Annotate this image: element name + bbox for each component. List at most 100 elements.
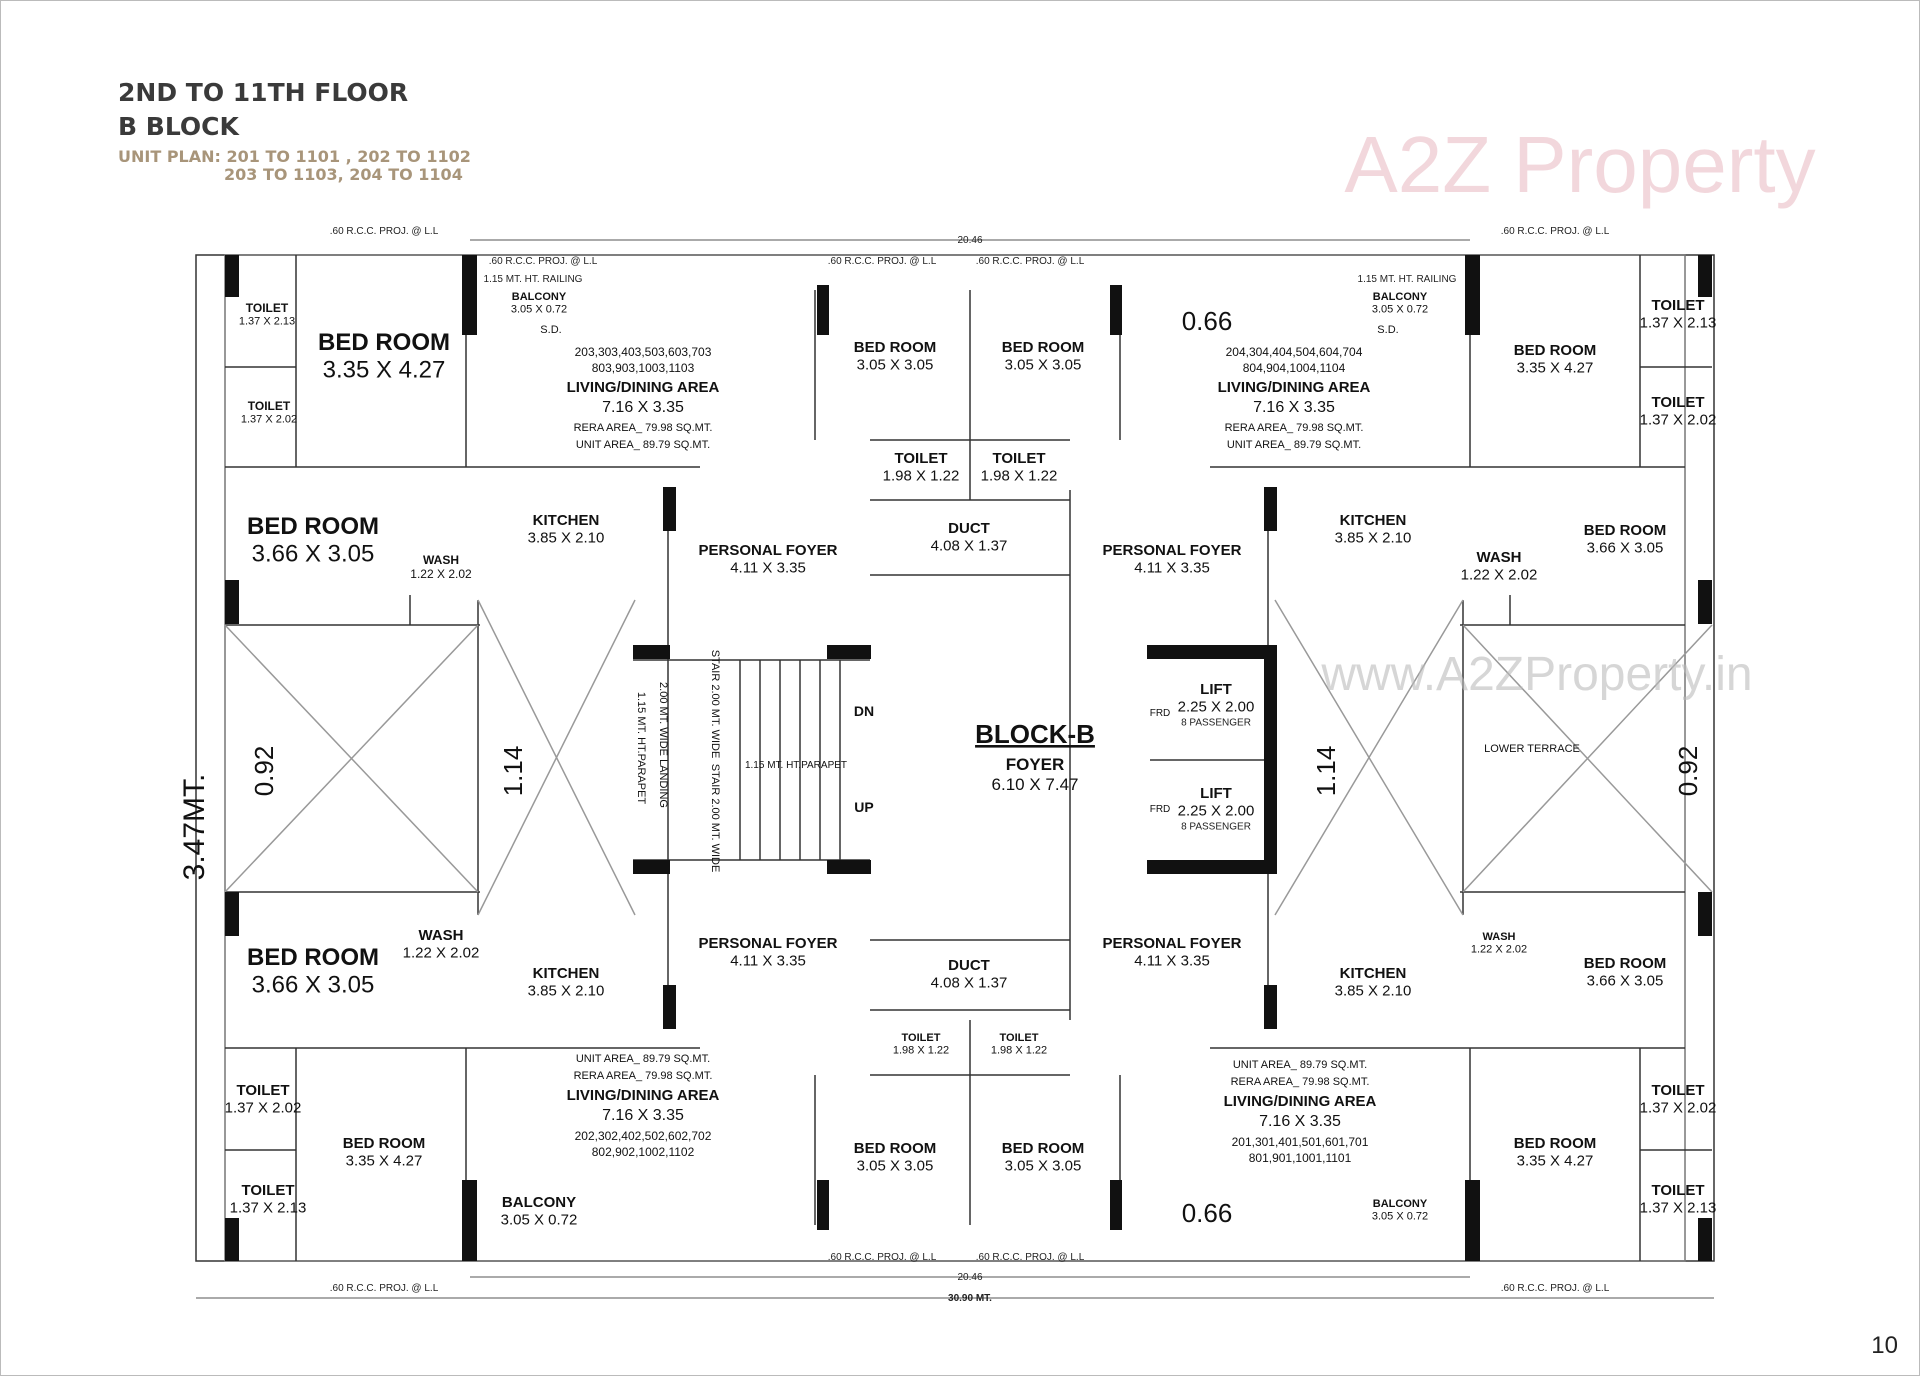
foyer-dims: 6.10 X 7.47 [992, 775, 1079, 794]
room-name: LIFT [1200, 785, 1232, 802]
stair-label-2: STAIR 2.00 MT. WIDE [709, 764, 721, 873]
room-dimensions: 1.98 X 1.22 [883, 467, 960, 484]
room-name: KITCHEN [1340, 965, 1407, 982]
room-name: BED ROOM [1584, 522, 1667, 539]
room-dimensions: 3.35 X 4.27 [323, 357, 446, 384]
room-dimensions: 3.35 X 4.27 [1517, 1152, 1594, 1169]
gap-inner-right-label: 1.14 [1311, 746, 1341, 797]
room-name: DUCT [948, 520, 990, 537]
railing-label-right: 1.15 MT. HT. RAILING [1358, 274, 1457, 285]
room-dimensions: 1.37 X 2.02 [1640, 411, 1717, 428]
room-dimensions: 2.25 X 2.00 [1178, 802, 1255, 819]
room-name: BED ROOM [247, 513, 379, 540]
title-floor: 2ND TO 11TH FLOOR [118, 78, 409, 107]
living-area-name: LIVING/DINING AREA [567, 379, 720, 396]
room-dimensions: 1.37 X 2.13 [230, 1199, 307, 1216]
room-name: TOILET [248, 399, 291, 413]
room-dimensions: 3.05 X 3.05 [857, 356, 934, 373]
unit-plan-line2: 203 TO 1103, 204 TO 1104 [224, 165, 463, 184]
room-name: BALCONY [1373, 291, 1428, 303]
gap-left-label: 0.92 [249, 746, 279, 797]
living-area-name: LIVING/DINING AREA [567, 1087, 720, 1104]
living-area-dims: 7.16 X 3.35 [602, 1107, 684, 1124]
gap-066-bottom: 0.66 [1182, 1198, 1233, 1228]
lower-terrace-label: LOWER TERRACE [1484, 743, 1580, 755]
unit-numbers: 204,304,404,504,604,704 [1226, 345, 1363, 359]
unit-area: UNIT AREA_ 89.79 SQ.MT. [576, 439, 710, 451]
room-dimensions: 3.85 X 2.10 [528, 529, 605, 546]
room-dimensions: 1.37 X 2.13 [1640, 314, 1717, 331]
proj-label-top-mid-left: .60 R.C.C. PROJ. @ L.L [489, 256, 598, 267]
foyer-label: FOYER [1006, 755, 1065, 774]
room-dimensions: 4.08 X 1.37 [931, 537, 1008, 554]
room-dimensions: 3.05 X 0.72 [501, 1211, 578, 1228]
lift-door-1: FRD [1150, 708, 1171, 719]
room-name: BED ROOM [1002, 339, 1085, 356]
room-name: BED ROOM [854, 1140, 937, 1157]
room-name: TOILET [992, 450, 1045, 467]
room-name: PERSONAL FOYER [699, 542, 838, 559]
room-dimensions: 1.37 X 2.02 [225, 1099, 302, 1116]
sd-label-top-right: S.D. [1377, 324, 1398, 336]
room-name: PERSONAL FOYER [1103, 542, 1242, 559]
room-dimensions: 1.98 X 1.22 [981, 467, 1058, 484]
width-dim-top: 20.46 [957, 235, 982, 246]
landing-parapet-label: 1.15 MT. HT.PARAPET [635, 692, 647, 805]
railing-label-left: 1.15 MT. HT. RAILING [484, 274, 583, 285]
room-name: TOILET [1000, 1032, 1039, 1044]
room-dimensions: 1.98 X 1.22 [991, 1045, 1047, 1057]
room-name: BED ROOM [247, 944, 379, 971]
unit-plan: UNIT PLAN: 201 TO 1101 , 202 TO 1102 203… [118, 148, 471, 184]
room-dimensions: 1.37 X 2.13 [239, 316, 295, 328]
room-dimensions: 3.85 X 2.10 [1335, 982, 1412, 999]
unit-numbers: 803,903,1003,1103 [592, 361, 695, 375]
room-name: TOILET [1651, 1182, 1704, 1199]
watermark-logo: A2Z Property [1344, 120, 1815, 209]
room-name: WASH [1483, 931, 1516, 943]
room-dimensions: 3.05 X 0.72 [511, 304, 567, 316]
room-name: BED ROOM [1514, 1135, 1597, 1152]
proj-label-bottom-mid-right: .60 R.C.C. PROJ. @ L.L [976, 1252, 1085, 1263]
room-dimensions: 1.37 X 2.02 [241, 414, 297, 426]
columns [225, 255, 1712, 1261]
unit-area: UNIT AREA_ 89.79 SQ.MT. [576, 1053, 710, 1065]
room-dimensions: 1.22 X 2.02 [403, 944, 480, 961]
room-name: BALCONY [1373, 1198, 1428, 1210]
rera-area: RERA AREA_ 79.98 SQ.MT. [1225, 422, 1364, 434]
room-note: 8 PASSENGER [1181, 718, 1251, 729]
room-name: KITCHEN [1340, 512, 1407, 529]
gap-inner-left-label: 1.14 [498, 746, 528, 797]
proj-label-top-mid-right: .60 R.C.C. PROJ. @ L.L [976, 256, 1085, 267]
room-name: TOILET [246, 301, 289, 315]
unit-numbers: 802,902,1002,1102 [592, 1145, 695, 1159]
room-dimensions: 4.11 X 3.35 [730, 559, 806, 576]
room-name: BALCONY [502, 1194, 576, 1211]
page-number: 10 [1871, 1332, 1898, 1359]
room-dimensions: 1.37 X 2.13 [1640, 1199, 1717, 1216]
room-dimensions: 4.11 X 3.35 [1134, 559, 1210, 576]
room-name: TOILET [1651, 297, 1704, 314]
unit-numbers: 202,302,402,502,602,702 [575, 1129, 712, 1143]
